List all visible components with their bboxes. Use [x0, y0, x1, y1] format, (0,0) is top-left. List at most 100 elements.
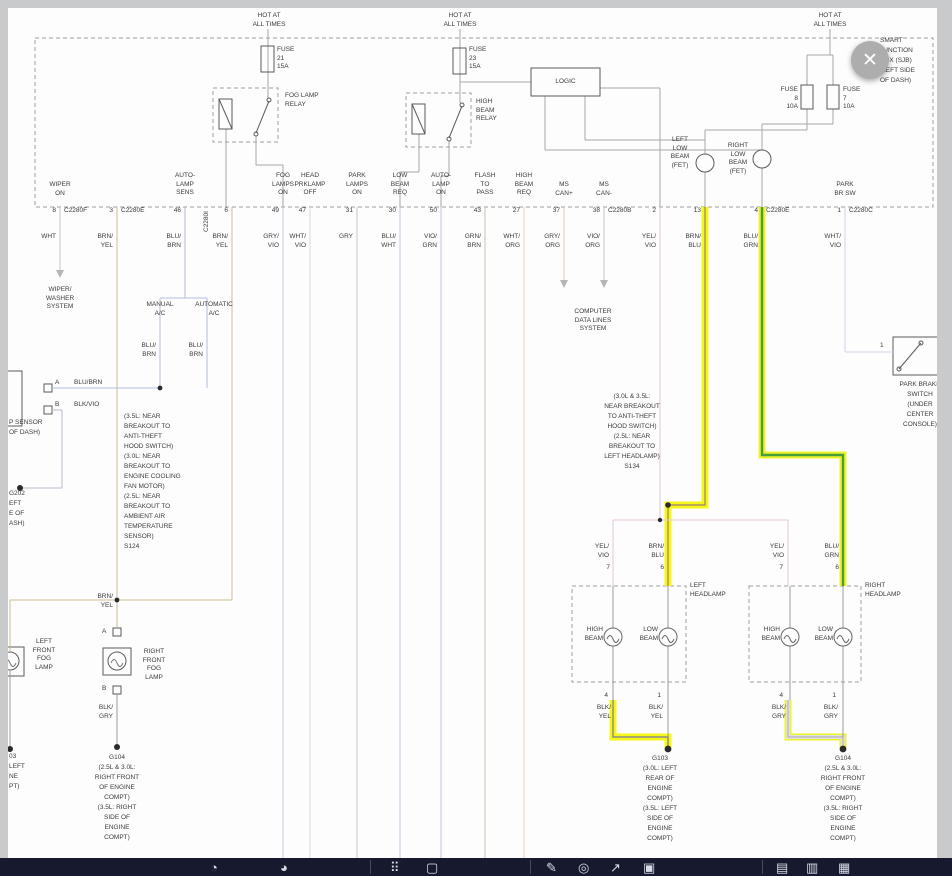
taskbar-icon[interactable]: ◕ [280, 860, 288, 875]
wire-color: GRY [339, 233, 353, 240]
connector-name: C2280C [849, 207, 873, 214]
sensor-pin-b: B [55, 401, 60, 408]
connector-name: C2280B [608, 207, 632, 214]
wiper-washer-system-label: WIPER/ WASHER SYSTEM [45, 286, 75, 310]
left-front-fog-lamp-label: LEFT FRONT FOG LAMP [32, 638, 56, 671]
high-beam-relay-box [405, 92, 472, 148]
pin-number: 30 [388, 207, 396, 214]
sjb-box [34, 37, 934, 208]
wire-color: WHT/ ORG [503, 233, 520, 249]
pin-number: 27 [512, 207, 520, 214]
wire-color: WHT/ VIO [289, 233, 306, 249]
left-high-beam-bulb [603, 627, 623, 647]
pin-number: 37 [552, 207, 560, 214]
wire-color: GRY/ VIO [263, 233, 279, 249]
pin-number: 49 [271, 207, 279, 214]
wire-color: BRN/ YEL [212, 233, 228, 249]
manual-ac-label: MANUAL A/C [146, 301, 174, 317]
pin-func-high-beam-req: HIGH BEAM REQ [514, 172, 534, 196]
taskbar-icon[interactable]: ▢ [426, 860, 439, 875]
taskbar-separator [530, 860, 531, 874]
pin-number: 2 [652, 207, 656, 214]
right-high-beam-bulb [780, 627, 800, 647]
logic-box [530, 67, 601, 97]
wire-color: BLK/VIO [74, 401, 100, 408]
fuse-23-label: FUSE 23 15A [469, 46, 487, 70]
wire-color: BLU/ BRN [188, 342, 203, 358]
wiring-diagram-canvas [8, 29, 937, 858]
pin-number: 6 [835, 564, 839, 571]
taskbar-icon[interactable]: ↗ [610, 860, 621, 875]
taskbar-icon[interactable]: ◔ [210, 860, 218, 875]
pin-number: 38 [592, 207, 600, 214]
pin-number: 1 [657, 692, 661, 699]
highlight-right-low-beam-feed [758, 207, 847, 586]
taskbar-icon[interactable]: ▤ [776, 860, 789, 875]
pin-number: 4 [754, 207, 758, 214]
ground-g104-left [114, 744, 120, 750]
taskbar: ◔ ◕ ⠿ ▢ ✎ ◎ ↗ ▣ ▤ ▥ ▦ [0, 858, 952, 876]
fog-pin-a: A [102, 628, 107, 635]
fog-lamp-relay-label: FOG LAMP RELAY [285, 92, 319, 108]
automatic-ac-label: AUTOMATIC A/C [195, 301, 233, 317]
wire-color: BLK/ YEL [648, 704, 663, 720]
pin-number: 7 [606, 564, 610, 571]
pin-number: 4 [604, 692, 608, 699]
pin-number: 8 [52, 207, 56, 214]
fuse-7-symbol [826, 84, 840, 110]
fuse-8-symbol [800, 84, 814, 110]
taskbar-icon[interactable]: ⠿ [390, 860, 400, 875]
pin-number: 43 [473, 207, 481, 214]
cdl-arrow-2 [600, 280, 608, 288]
splice-s124-note: (3.5L: NEAR BREAKOUT TO ANTI-THEFT HOOD … [124, 413, 181, 550]
left-low-beam-fet-symbol [695, 153, 715, 173]
taskbar-icon[interactable]: ▥ [806, 860, 819, 875]
pin-func-autolamp-sens: AUTO- LAMP SENS [174, 172, 196, 196]
pin-func-low-beam-req: LOW BEAM REQ [390, 172, 410, 196]
right-fet-label: RIGHT LOW BEAM (FET) [727, 142, 749, 175]
taskbar-separator [762, 860, 763, 874]
pin-func-flash-to-pass: FLASH TO PASS [474, 172, 496, 196]
pin-number: 6 [224, 207, 228, 214]
left-low-beam-bulb [658, 627, 678, 647]
wire-color: BLK/ GRY [823, 704, 838, 720]
pin-func-fog-lamps-on: FOG LAMPS ON [271, 172, 295, 196]
close-button[interactable]: ✕ [851, 41, 889, 79]
wire-color: YEL/ VIO [641, 233, 656, 249]
pin-number: 50 [429, 207, 437, 214]
wire-color: BLK/ YEL [596, 704, 611, 720]
wire-color: GRY/ ORG [544, 233, 560, 249]
taskbar-icon[interactable]: ▦ [838, 860, 851, 875]
pin-func-park-lamps-on: PARK LAMPS ON [345, 172, 369, 196]
left-headlamp-box [571, 585, 687, 683]
wiring-diagram-page: HOT AT ALL TIMES HOT AT ALL TIMES HOT AT… [8, 8, 937, 858]
wire-color: GRN/ BRN [464, 233, 481, 249]
wire-color: BRN/ BLU [648, 543, 664, 559]
wire-color: BLU/BRN [74, 379, 103, 386]
pin-number: 13 [693, 207, 701, 214]
ground-g104-note: G104 (2.5L & 3.0L: RIGHT FRONT OF ENGINE… [820, 755, 866, 842]
hot-at-all-times-left: HOT AT ALL TIMES [252, 12, 286, 28]
wire-color: WHT [41, 233, 56, 240]
wire-color: YEL/ VIO [594, 543, 609, 559]
pin-number: 1 [832, 692, 836, 699]
taskbar-icon[interactable]: ▣ [643, 860, 656, 875]
ground-g103-note: G103 (3.0L: LEFT REAR OF ENGINE COMPT) (… [642, 755, 678, 842]
taskbar-icon[interactable]: ◎ [578, 860, 590, 875]
low-beam-label: LOW BEAM [639, 626, 658, 642]
wiper-system-arrow [56, 270, 64, 278]
connector-name: C2280F [64, 207, 88, 214]
wire-color: BLU/ GRN [824, 543, 839, 559]
wire-color: VIO/ ORG [585, 233, 600, 249]
wire-color: BLU/ BRN [166, 233, 181, 249]
left-headlamp-title: LEFT HEADLAMP [690, 582, 726, 598]
taskbar-icon[interactable]: ✎ [546, 860, 557, 875]
park-brake-pin-1: 1 [880, 342, 884, 349]
pin-func-ms-can-minus: MS CAN- [596, 181, 612, 197]
wire-color: BLU/ WHT [381, 233, 396, 249]
wire-color: VIO/ GRN [422, 233, 437, 249]
pin-number: 4 [779, 692, 783, 699]
high-beam-label: HIGH BEAM [761, 626, 780, 642]
right-low-beam-bulb [833, 627, 853, 647]
taskbar-separator [370, 860, 371, 874]
